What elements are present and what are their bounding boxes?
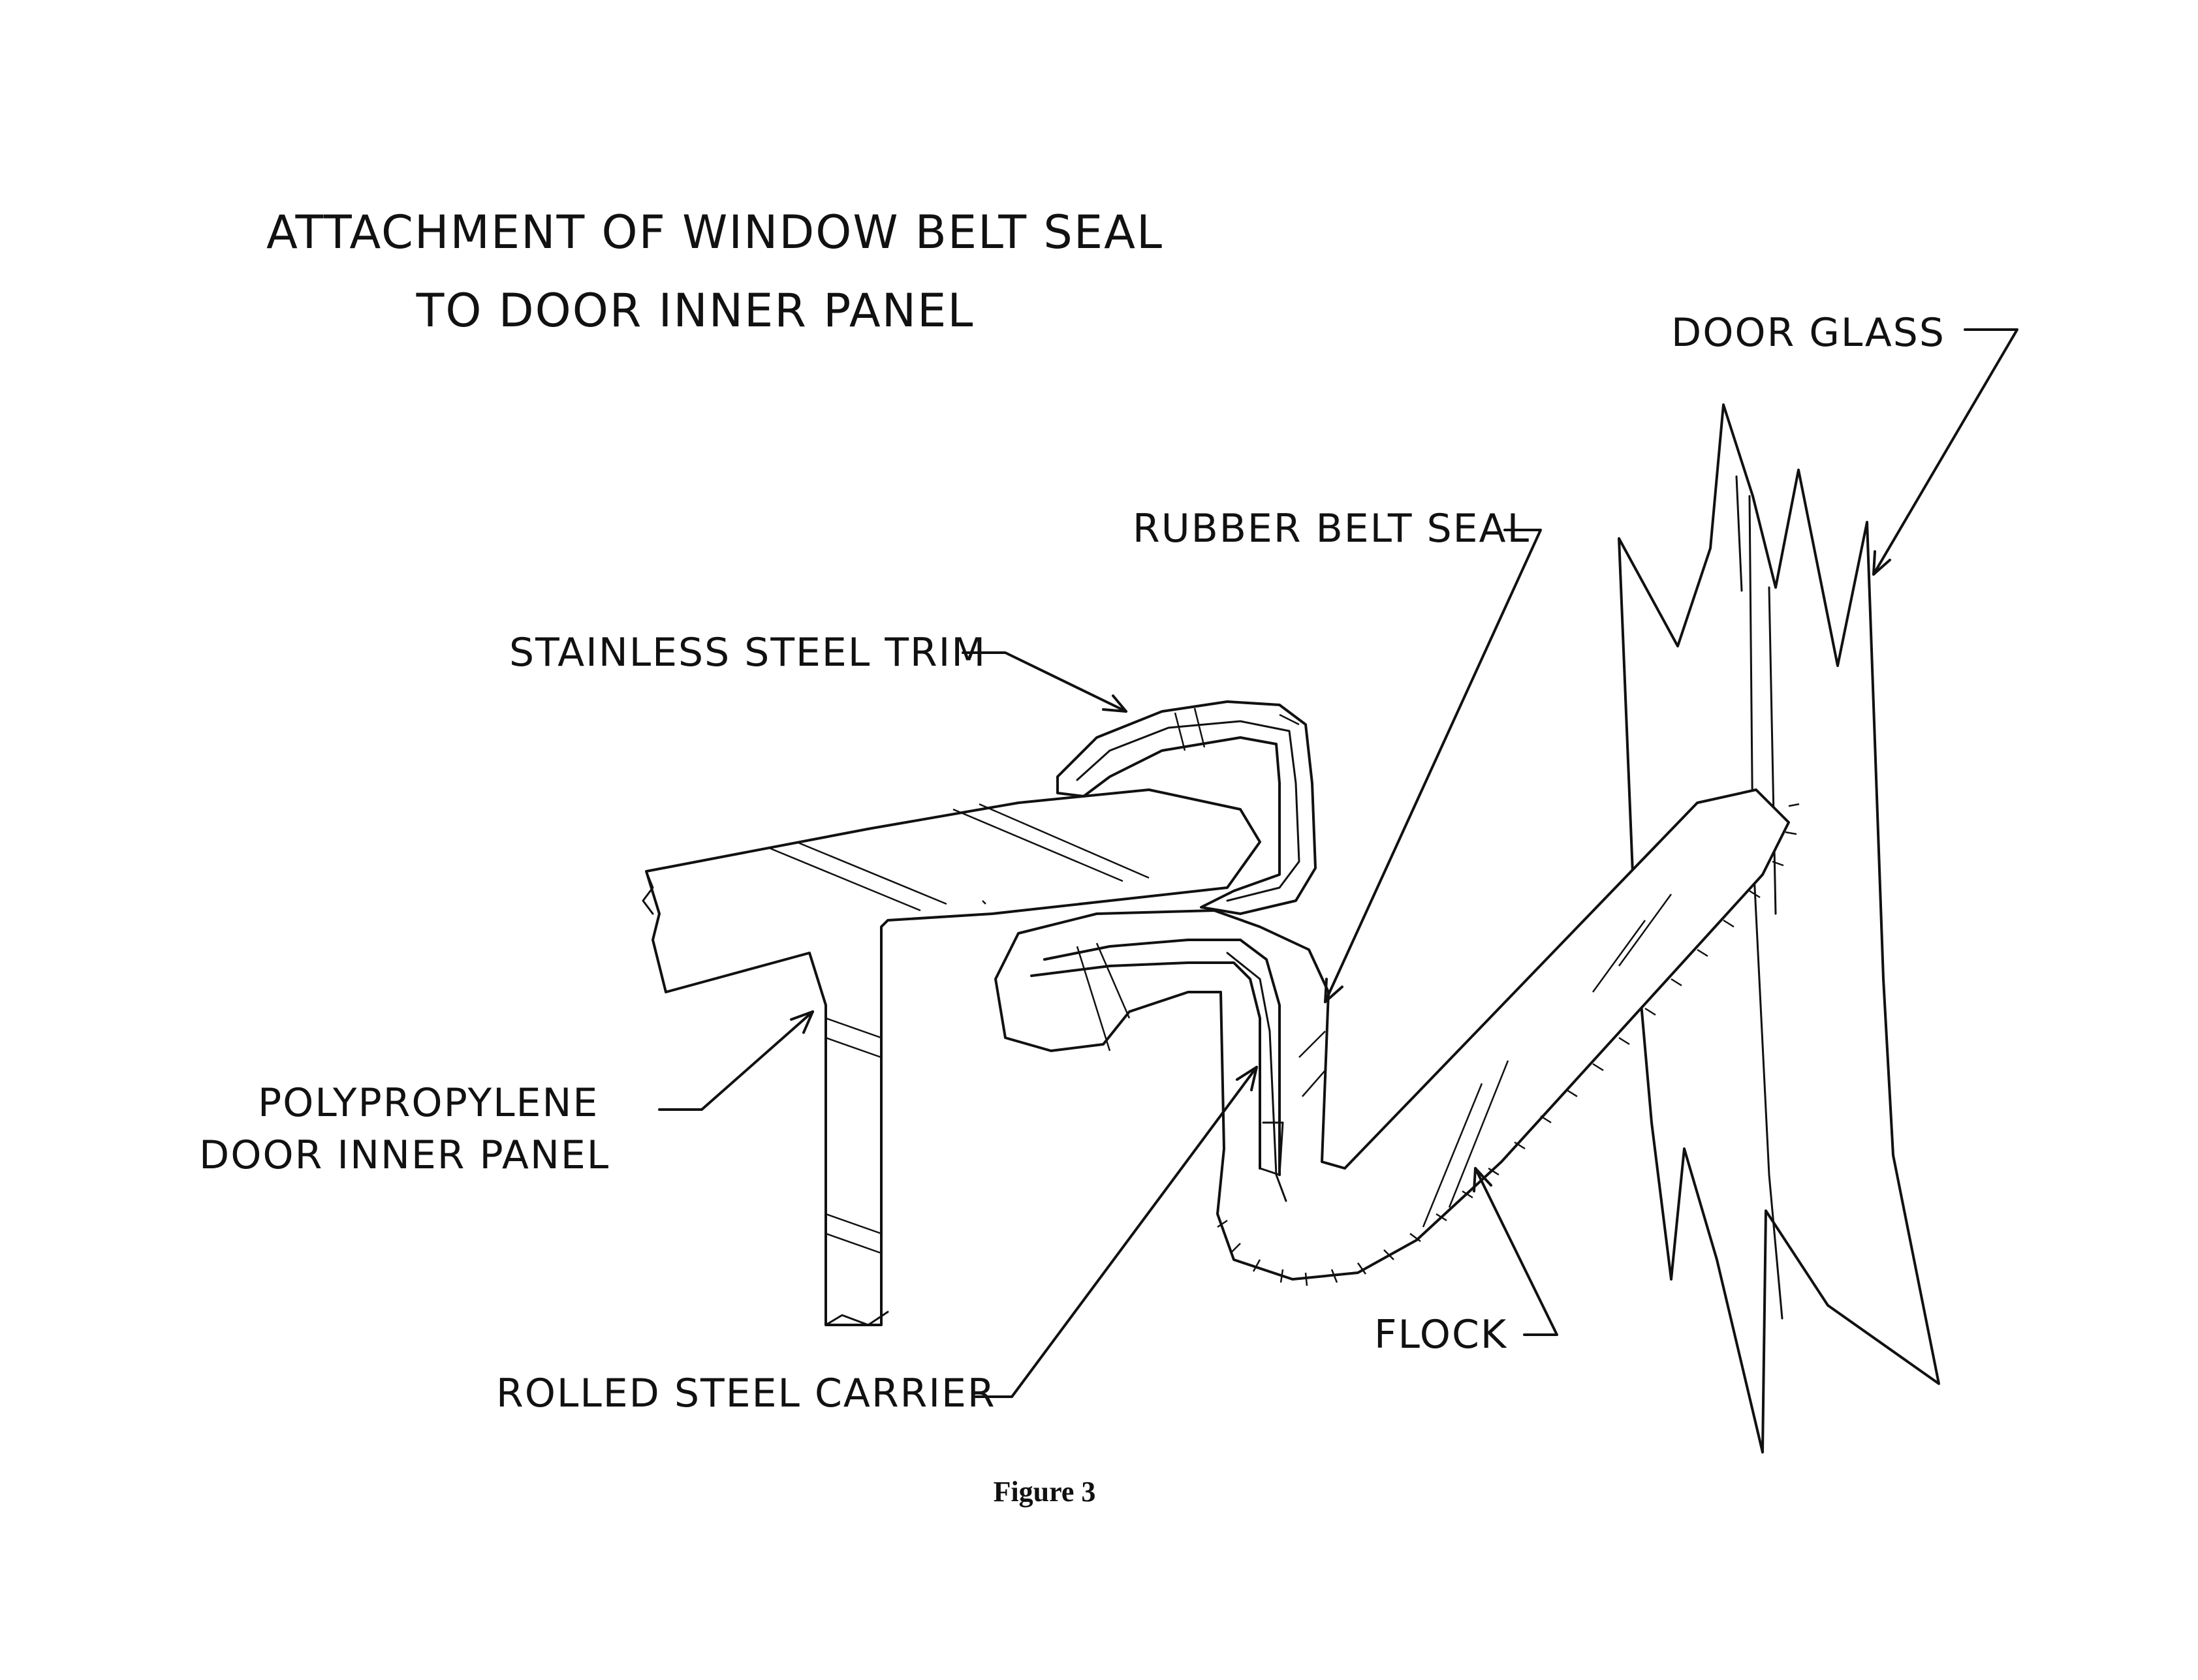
title-line-1: ATTACHMENT OF WINDOW BELT SEAL [266,206,1163,259]
figure-caption: Figure 3 [994,1476,1096,1508]
rubber-belt-seal-drawing [994,788,1800,1286]
label-stainless-steel-trim: STAINLESS STEEL TRIM [509,630,986,676]
door-glass-drawing [1618,403,1940,1454]
label-rubber-belt-seal: RUBBER BELT SEAL [1133,506,1530,552]
leader-lines [658,328,2018,1398]
label-rolled-steel-carrier: ROLLED STEEL CARRIER [496,1371,996,1416]
label-flock: FLOCK [1374,1312,1507,1358]
stainless-steel-trim-drawing [1056,700,1317,915]
label-inner-panel-line-1: POLYPROPYLENE [258,1080,599,1126]
title-line-2: TO DOOR INNER PANEL [416,284,975,337]
inner-panel-drawing [642,788,1261,1326]
label-inner-panel-line-2: DOOR INNER PANEL [199,1132,610,1178]
label-door-glass: DOOR GLASS [1671,310,1945,356]
